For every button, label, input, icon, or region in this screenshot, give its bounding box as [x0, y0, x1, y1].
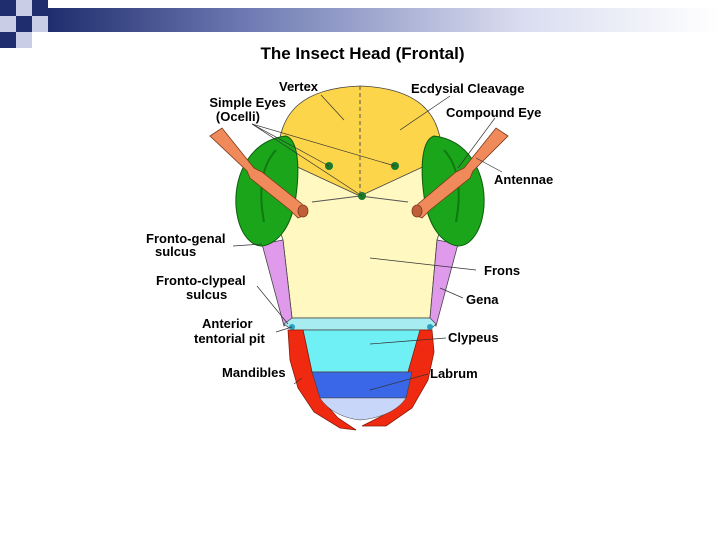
- label-mandibles: Mandibles: [222, 365, 286, 380]
- clypeus-region: [302, 329, 421, 373]
- label-ecdysial-cleavage: Ecdysial Cleavage: [411, 81, 525, 96]
- label-fronto-genal: Fronto-genal: [146, 231, 226, 246]
- slide-decoration-square: [16, 16, 32, 32]
- labrum-lower: [319, 397, 407, 421]
- labrum-region: [311, 371, 413, 399]
- slide-decoration-square: [32, 0, 48, 16]
- slide-decoration-square: [32, 16, 48, 32]
- label-anterior: Anterior: [202, 316, 253, 331]
- label-ocelli: (Ocelli): [215, 109, 260, 124]
- slide-decoration-square: [0, 16, 16, 32]
- label-compound-eye: Compound Eye: [446, 105, 542, 120]
- label-fronto-genal-sulcus: sulcus: [155, 244, 197, 259]
- slide-decoration-square: [16, 32, 32, 48]
- mandible-right: [361, 329, 435, 427]
- ecdysial-cleavage-line: [311, 195, 361, 203]
- antenna-socket-left: [297, 204, 309, 218]
- label-vertex: Vertex: [279, 79, 319, 94]
- antenna-socket-right: [411, 204, 423, 218]
- mandible-left: [287, 329, 357, 431]
- label-fronto-clypeal: Fronto-clypeal: [156, 273, 246, 288]
- label-clypeus: Clypeus: [448, 330, 499, 345]
- label-fronto-clypeal-sulcus: sulcus: [186, 287, 228, 302]
- label-gena: Gena: [466, 292, 499, 307]
- diagram-title: The Insect Head (Frontal): [260, 44, 465, 63]
- slide-decoration-square: [16, 0, 32, 16]
- label-tentorial-pit: tentorial pit: [194, 331, 265, 346]
- slide-decoration-square: [0, 32, 16, 48]
- label-simple-eyes: Simple Eyes: [209, 95, 286, 110]
- label-labrum: Labrum: [430, 366, 478, 381]
- slide-header-bar: [48, 8, 720, 32]
- fronto-clypeal-sulcus: [283, 317, 437, 331]
- label-frons: Frons: [484, 263, 521, 278]
- label-antennae: Antennae: [494, 172, 554, 187]
- slide-decoration-square: [0, 0, 16, 16]
- tentorial-pit: [427, 324, 433, 330]
- ecdysial-cleavage-line: [359, 195, 409, 203]
- leader-lines: [232, 94, 503, 391]
